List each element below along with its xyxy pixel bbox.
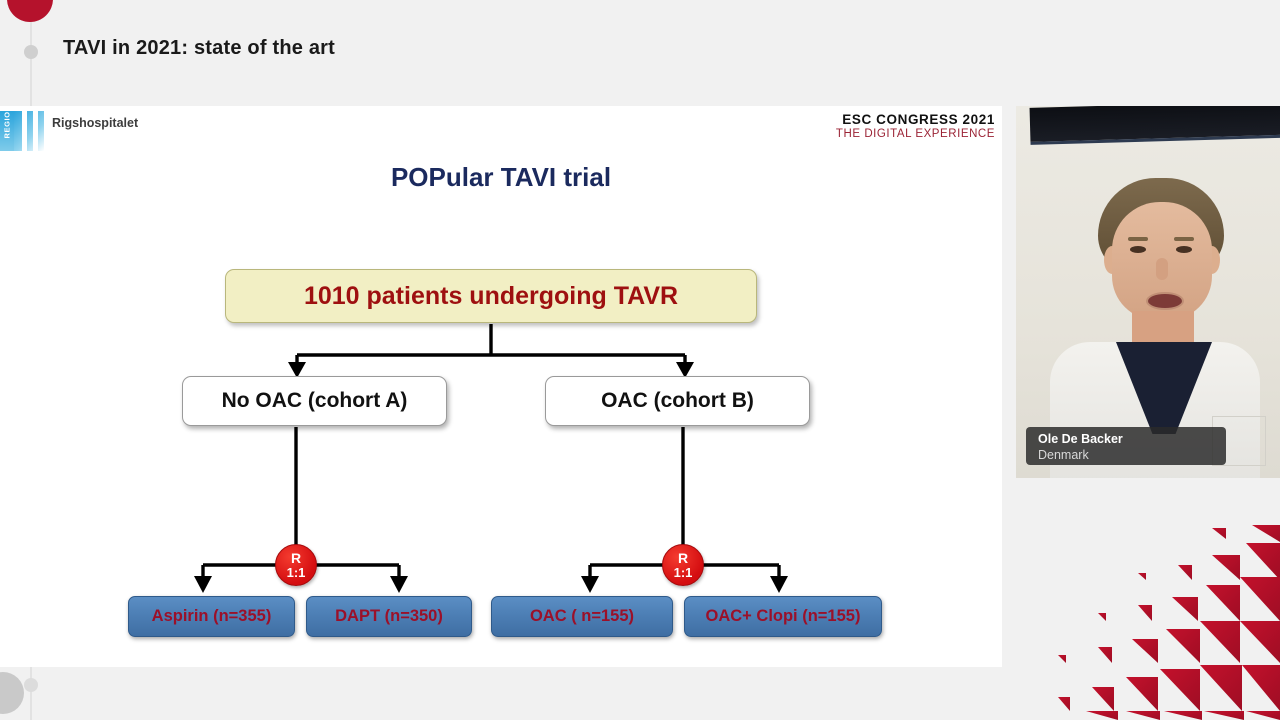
speaker-eye-left (1130, 246, 1146, 253)
randomization-ratio: 1:1 (286, 565, 306, 580)
flowchart-arm-dapt[interactable]: DAPT (n=350) (306, 596, 472, 637)
decorative-triangle-pattern (1040, 525, 1280, 720)
randomization-badge-cohort-a: R 1:1 (275, 544, 317, 586)
timeline-marker-dot[interactable] (24, 45, 38, 59)
slide-title: POPular TAVI trial (390, 162, 612, 192)
speaker-eye-right (1176, 246, 1192, 253)
esc-congress-logo: ESC CONGRESS 2021 THE DIGITAL EXPERIENCE (836, 112, 995, 140)
speaker-country: Denmark (1038, 447, 1089, 462)
page-title: TAVI in 2021: state of the art (63, 37, 335, 59)
speaker-eyebrow-right (1174, 237, 1194, 241)
rigshospitalet-logo: REGION (0, 105, 44, 152)
speaker-eyebrow-left (1128, 237, 1148, 241)
flowchart-root-node[interactable]: 1010 patients undergoing TAVR (225, 269, 757, 323)
presentation-slide[interactable]: REGION Rigshospitalet ESC CONGRESS 2021 … (0, 105, 1002, 667)
randomization-letter: R (677, 550, 689, 566)
flowchart-cohort-a[interactable]: No OAC (cohort A) (182, 376, 447, 426)
region-h-icon (14, 111, 44, 151)
speaker-mouth (1146, 292, 1184, 310)
randomization-letter: R (290, 550, 302, 566)
speaker-name: Ole De Backer (1038, 432, 1123, 446)
randomization-ratio: 1:1 (673, 565, 693, 580)
speaker-video-panel[interactable]: Ole De Backer Denmark (1016, 106, 1280, 478)
hospital-name: Rigshospitalet (52, 116, 139, 130)
triangle-pattern-svg (1058, 525, 1280, 720)
timeline-marker-active[interactable] (7, 0, 53, 22)
speaker-nose (1156, 258, 1168, 280)
region-wordmark: REGION (0, 105, 14, 151)
speaker-name-card: Ole De Backer Denmark (1026, 427, 1226, 465)
timeline-marker-next[interactable] (0, 672, 24, 714)
randomization-badge-cohort-b: R 1:1 (662, 544, 704, 586)
flowchart-arm-aspirin[interactable]: Aspirin (n=355) (128, 596, 295, 637)
flowchart-arm-oac-clopi[interactable]: OAC+ Clopi (n=155) (684, 596, 882, 637)
esc-congress-title: ESC CONGRESS 2021 (842, 112, 995, 127)
timeline-marker-dot-bottom[interactable] (24, 678, 38, 692)
esc-congress-subtitle: THE DIGITAL EXPERIENCE (835, 128, 995, 140)
flowchart-cohort-b[interactable]: OAC (cohort B) (545, 376, 810, 426)
flowchart-arm-oac[interactable]: OAC ( n=155) (491, 596, 673, 637)
flowchart-connectors (194, 324, 788, 593)
